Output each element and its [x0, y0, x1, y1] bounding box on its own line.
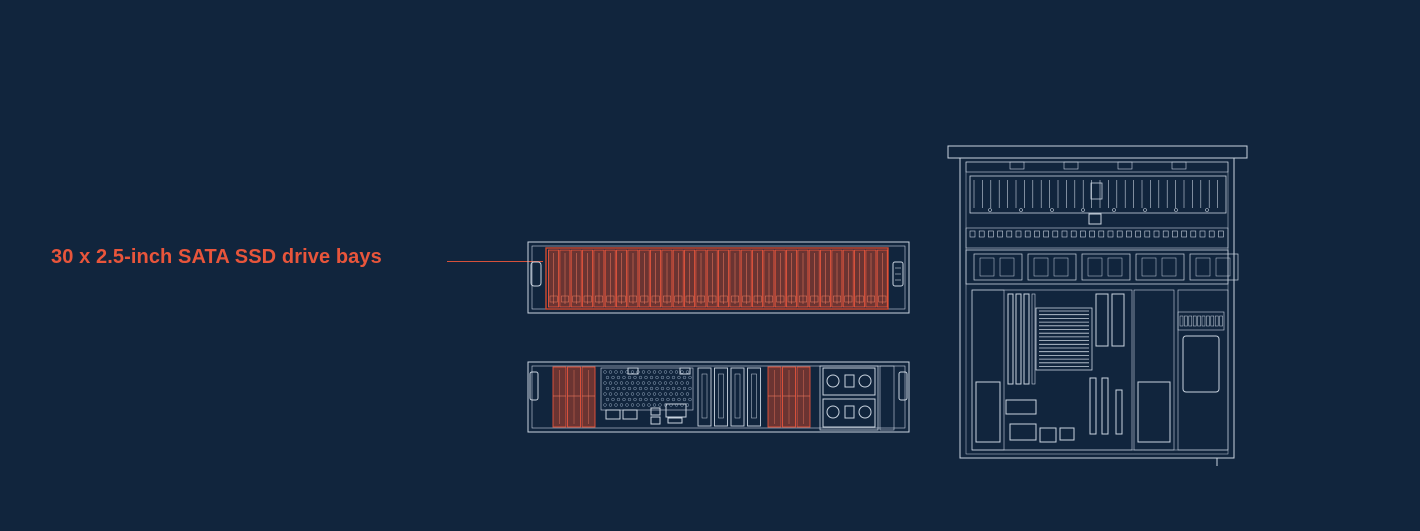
top-right-connectors: [1177, 311, 1225, 331]
rear-pcie-slots: [697, 367, 761, 427]
top-backplane-connectors: [969, 230, 1224, 238]
rear-port-lan-2: [622, 409, 638, 420]
top-chassis-outline: [959, 157, 1235, 459]
pcie-slot: [747, 367, 761, 427]
fan: [1189, 253, 1239, 281]
top-drive-cage-ribs: [973, 161, 1218, 212]
rear-port-usb: [650, 407, 661, 416]
top-fan-wall: [965, 249, 1229, 285]
pcie-slot: [714, 367, 728, 427]
rear-chassis-outline: [527, 361, 910, 433]
top-m2-slot-2: [1111, 293, 1125, 347]
top-view: [947, 145, 1248, 466]
top-riser-right: [1133, 289, 1175, 451]
pcie-slot: [697, 367, 712, 427]
rear-drive-bays-right: [767, 366, 811, 428]
top-m2-slot-1: [1095, 293, 1109, 347]
front-drive-bay-block: [545, 247, 889, 310]
rear-drive-bays-left: [552, 366, 596, 428]
psu-2: [822, 398, 876, 428]
rear-port-lan-1: [605, 409, 621, 420]
rear-view: [527, 361, 910, 433]
top-heatsink-fins: [1039, 310, 1089, 367]
rear-port-vga: [665, 403, 687, 418]
top-front-bezel: [947, 145, 1248, 159]
rear-vent-panel: [600, 367, 694, 411]
top-fans: [973, 253, 1239, 281]
pcie-slot: [730, 367, 745, 427]
rear-psu-bay: [819, 365, 879, 431]
front-drive-bays: [548, 249, 888, 308]
psu-1: [822, 367, 876, 396]
top-backplane: [965, 227, 1229, 249]
fan: [1027, 253, 1077, 281]
fan: [1135, 253, 1185, 281]
fan: [1081, 253, 1131, 281]
front-left-ear: [530, 261, 542, 287]
top-dimm-slots: [1007, 293, 1036, 385]
callout-leader-line: [447, 261, 543, 262]
top-cpu-heatsink: [1035, 307, 1093, 371]
top-psu-area: [1177, 289, 1229, 451]
top-drive-cage: [969, 175, 1227, 214]
front-view: [527, 241, 910, 314]
front-right-ear: [892, 261, 904, 287]
front-chassis-outline: [527, 241, 910, 314]
fan: [973, 253, 1023, 281]
rear-vent-holes: [603, 370, 692, 407]
drive-bays-callout-label: 30 x 2.5-inch SATA SSD drive bays: [51, 246, 382, 268]
